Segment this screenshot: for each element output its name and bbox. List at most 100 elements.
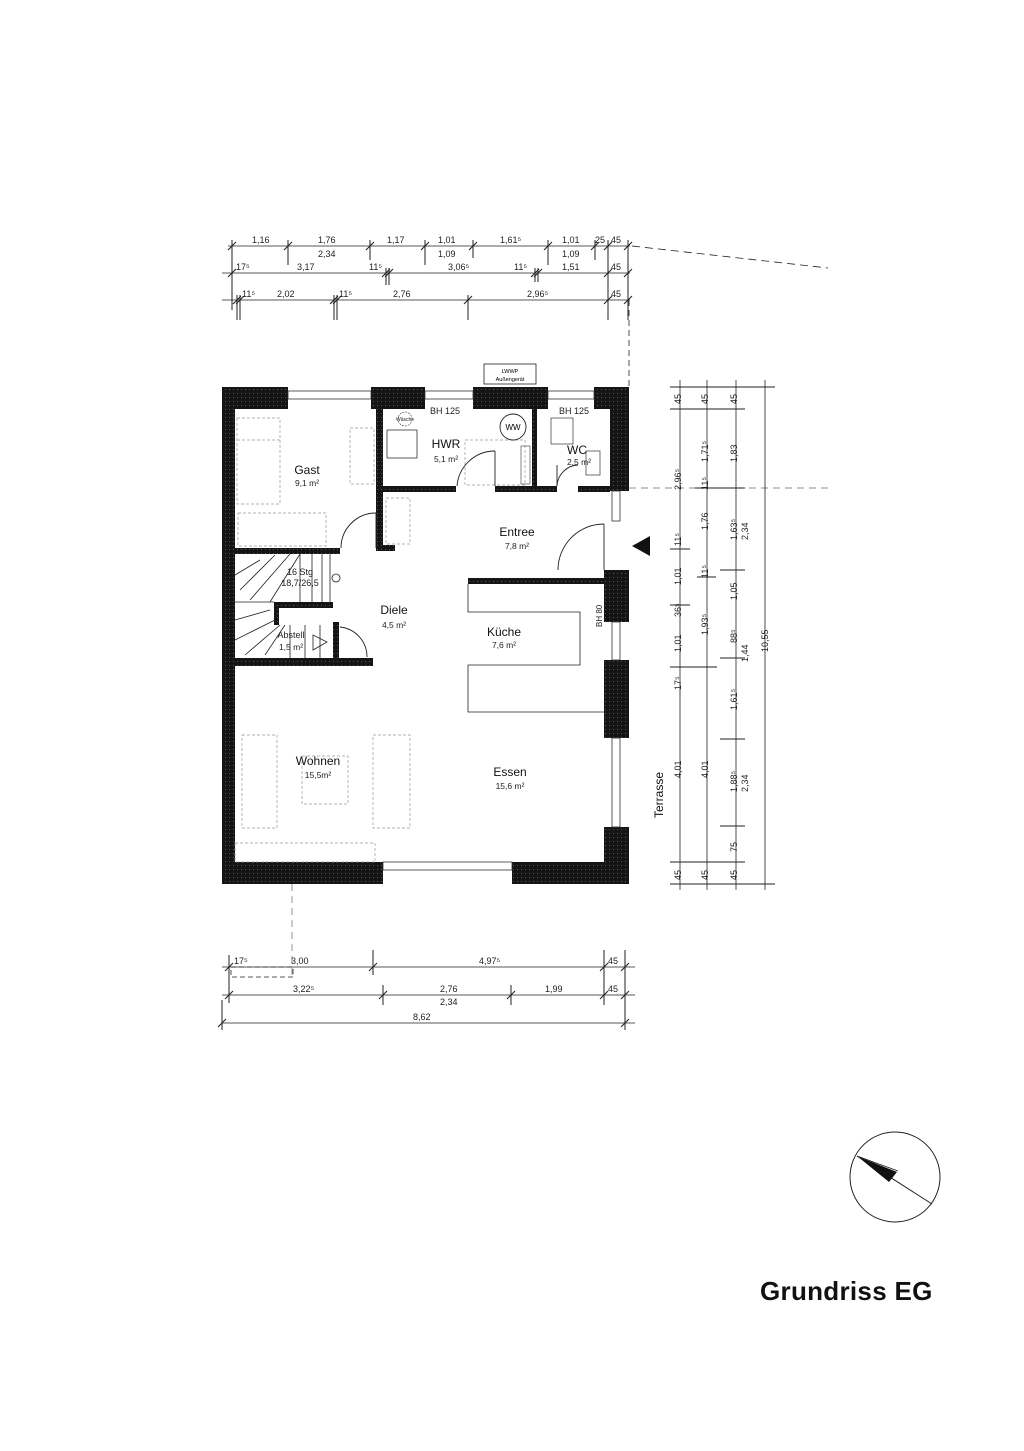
svg-text:1,09: 1,09 <box>438 249 456 259</box>
svg-text:1,09: 1,09 <box>562 249 580 259</box>
svg-text:4,97⁵: 4,97⁵ <box>479 956 501 966</box>
svg-text:1,01: 1,01 <box>562 235 580 245</box>
svg-text:45: 45 <box>608 984 618 994</box>
svg-text:2,34: 2,34 <box>318 249 336 259</box>
svg-text:10,55: 10,55 <box>760 629 770 652</box>
svg-text:9,1 m²: 9,1 m² <box>295 478 319 488</box>
svg-text:1,61⁵: 1,61⁵ <box>729 688 739 710</box>
stairs-label: 16 Stg <box>287 567 313 577</box>
doors <box>339 450 605 658</box>
svg-text:1,88⁵: 1,88⁵ <box>729 770 739 792</box>
svg-text:11⁵: 11⁵ <box>700 477 710 490</box>
svg-text:3,17: 3,17 <box>297 262 315 272</box>
svg-text:17⁵: 17⁵ <box>234 956 248 966</box>
right-dimension-labels: 45 45 45 2,96⁵ 1,71⁵ 1,83 11⁵ 11⁵ 1,76 1… <box>652 394 770 880</box>
room-hwr: HWR <box>432 437 461 451</box>
entrance-arrow-icon <box>632 536 650 556</box>
svg-text:1,83: 1,83 <box>729 444 739 462</box>
svg-text:8,62: 8,62 <box>413 1012 431 1022</box>
svg-text:LWWP: LWWP <box>502 369 519 375</box>
svg-text:1,16: 1,16 <box>252 235 270 245</box>
ww-boiler-icon <box>499 413 527 441</box>
svg-text:2,5 m²: 2,5 m² <box>567 457 591 467</box>
svg-text:25: 25 <box>595 235 605 245</box>
svg-text:1,17: 1,17 <box>387 235 405 245</box>
svg-text:4,01: 4,01 <box>673 760 683 778</box>
room-kueche: Küche <box>487 625 521 639</box>
svg-text:88⁵: 88⁵ <box>729 629 739 643</box>
svg-text:75: 75 <box>729 842 739 852</box>
svg-text:5,1 m²: 5,1 m² <box>434 454 458 464</box>
furniture <box>234 417 526 863</box>
svg-text:4,5 m²: 4,5 m² <box>382 620 406 630</box>
top-dimension-labels: 1,16 1,76 1,17 1,01 1,61⁵ 1,01 25 45 2,3… <box>236 235 621 299</box>
room-wc: WC <box>567 443 587 457</box>
svg-text:2,34: 2,34 <box>740 774 750 792</box>
svg-text:2,96⁵: 2,96⁵ <box>527 289 549 299</box>
svg-text:3,22⁵: 3,22⁵ <box>293 984 315 994</box>
wc-window-sill-label: BH 125 <box>559 406 589 416</box>
svg-text:1,51: 1,51 <box>562 262 580 272</box>
svg-text:1,01: 1,01 <box>673 567 683 585</box>
svg-text:45: 45 <box>729 870 739 880</box>
svg-text:2,76: 2,76 <box>440 984 458 994</box>
svg-text:1,05: 1,05 <box>729 582 739 600</box>
windows <box>287 390 621 871</box>
svg-text:2,96⁵: 2,96⁵ <box>673 468 683 490</box>
room-wohnen: Wohnen <box>296 754 340 768</box>
svg-text:45: 45 <box>611 235 621 245</box>
svg-text:WW: WW <box>505 423 521 432</box>
svg-text:15,5m²: 15,5m² <box>305 770 332 780</box>
svg-text:3,00: 3,00 <box>291 956 309 966</box>
terrace-label: Terrasse <box>652 772 666 818</box>
drawing-title: Grundriss EG <box>760 1276 933 1306</box>
kitchen-window-sill-label: BH 80 <box>595 604 604 627</box>
svg-text:1,99: 1,99 <box>545 984 563 994</box>
svg-text:1,5 m²: 1,5 m² <box>279 642 303 652</box>
svg-text:11⁵: 11⁵ <box>673 533 683 546</box>
svg-text:45: 45 <box>608 956 618 966</box>
svg-text:45: 45 <box>700 870 710 880</box>
svg-text:1,01: 1,01 <box>673 634 683 652</box>
svg-text:4,01: 4,01 <box>700 760 710 778</box>
svg-text:1,76: 1,76 <box>700 512 710 530</box>
svg-text:36⁵: 36⁵ <box>673 603 683 617</box>
svg-text:17⁵: 17⁵ <box>673 676 683 690</box>
svg-text:17⁵: 17⁵ <box>236 262 250 272</box>
svg-text:11⁵: 11⁵ <box>242 289 255 299</box>
svg-text:1,61⁵: 1,61⁵ <box>500 235 522 245</box>
svg-text:2,34: 2,34 <box>740 522 750 540</box>
bottom-dimensions <box>217 950 635 1030</box>
svg-text:Außengerät: Außengerät <box>496 377 525 383</box>
svg-text:1,63⁵: 1,63⁵ <box>729 518 739 540</box>
hwr-window-sill-label: BH 125 <box>430 406 460 416</box>
room-labels: Gast 9,1 m² HWR 5,1 m² WC 2,5 m² Entree … <box>277 437 591 791</box>
svg-text:45: 45 <box>729 394 739 404</box>
top-dimensions <box>222 240 829 390</box>
svg-text:7,6 m²: 7,6 m² <box>492 640 516 650</box>
svg-text:11⁵: 11⁵ <box>700 565 710 578</box>
svg-text:2,34: 2,34 <box>440 997 458 1007</box>
svg-text:1,44: 1,44 <box>740 644 750 662</box>
svg-text:7,8 m²: 7,8 m² <box>505 541 529 551</box>
svg-text:11⁵: 11⁵ <box>339 289 352 299</box>
svg-text:45: 45 <box>673 394 683 404</box>
lwwp-outdoor-unit: LWWP Außengerät <box>483 363 537 385</box>
room-essen: Essen <box>493 765 526 779</box>
svg-text:15,6 m²: 15,6 m² <box>496 781 525 791</box>
svg-text:2,02: 2,02 <box>277 289 295 299</box>
svg-text:18,7/26,5: 18,7/26,5 <box>281 578 319 588</box>
hwr-appliances: Wäsche WW <box>386 411 601 485</box>
bottom-dimension-labels: 17⁵ 3,00 4,97⁵ 45 3,22⁵ 2,76 1,99 45 2,3… <box>234 956 618 1022</box>
axis-lines <box>291 487 830 975</box>
svg-text:1,01: 1,01 <box>438 235 456 245</box>
room-abstell: Abstell <box>277 630 304 640</box>
room-gast: Gast <box>294 463 320 477</box>
svg-text:3,06⁵: 3,06⁵ <box>448 262 470 272</box>
svg-text:Wäsche: Wäsche <box>396 417 414 423</box>
svg-text:2,76: 2,76 <box>393 289 411 299</box>
svg-text:1,71⁵: 1,71⁵ <box>700 440 710 462</box>
svg-text:45: 45 <box>611 262 621 272</box>
interior-lines <box>234 553 604 713</box>
